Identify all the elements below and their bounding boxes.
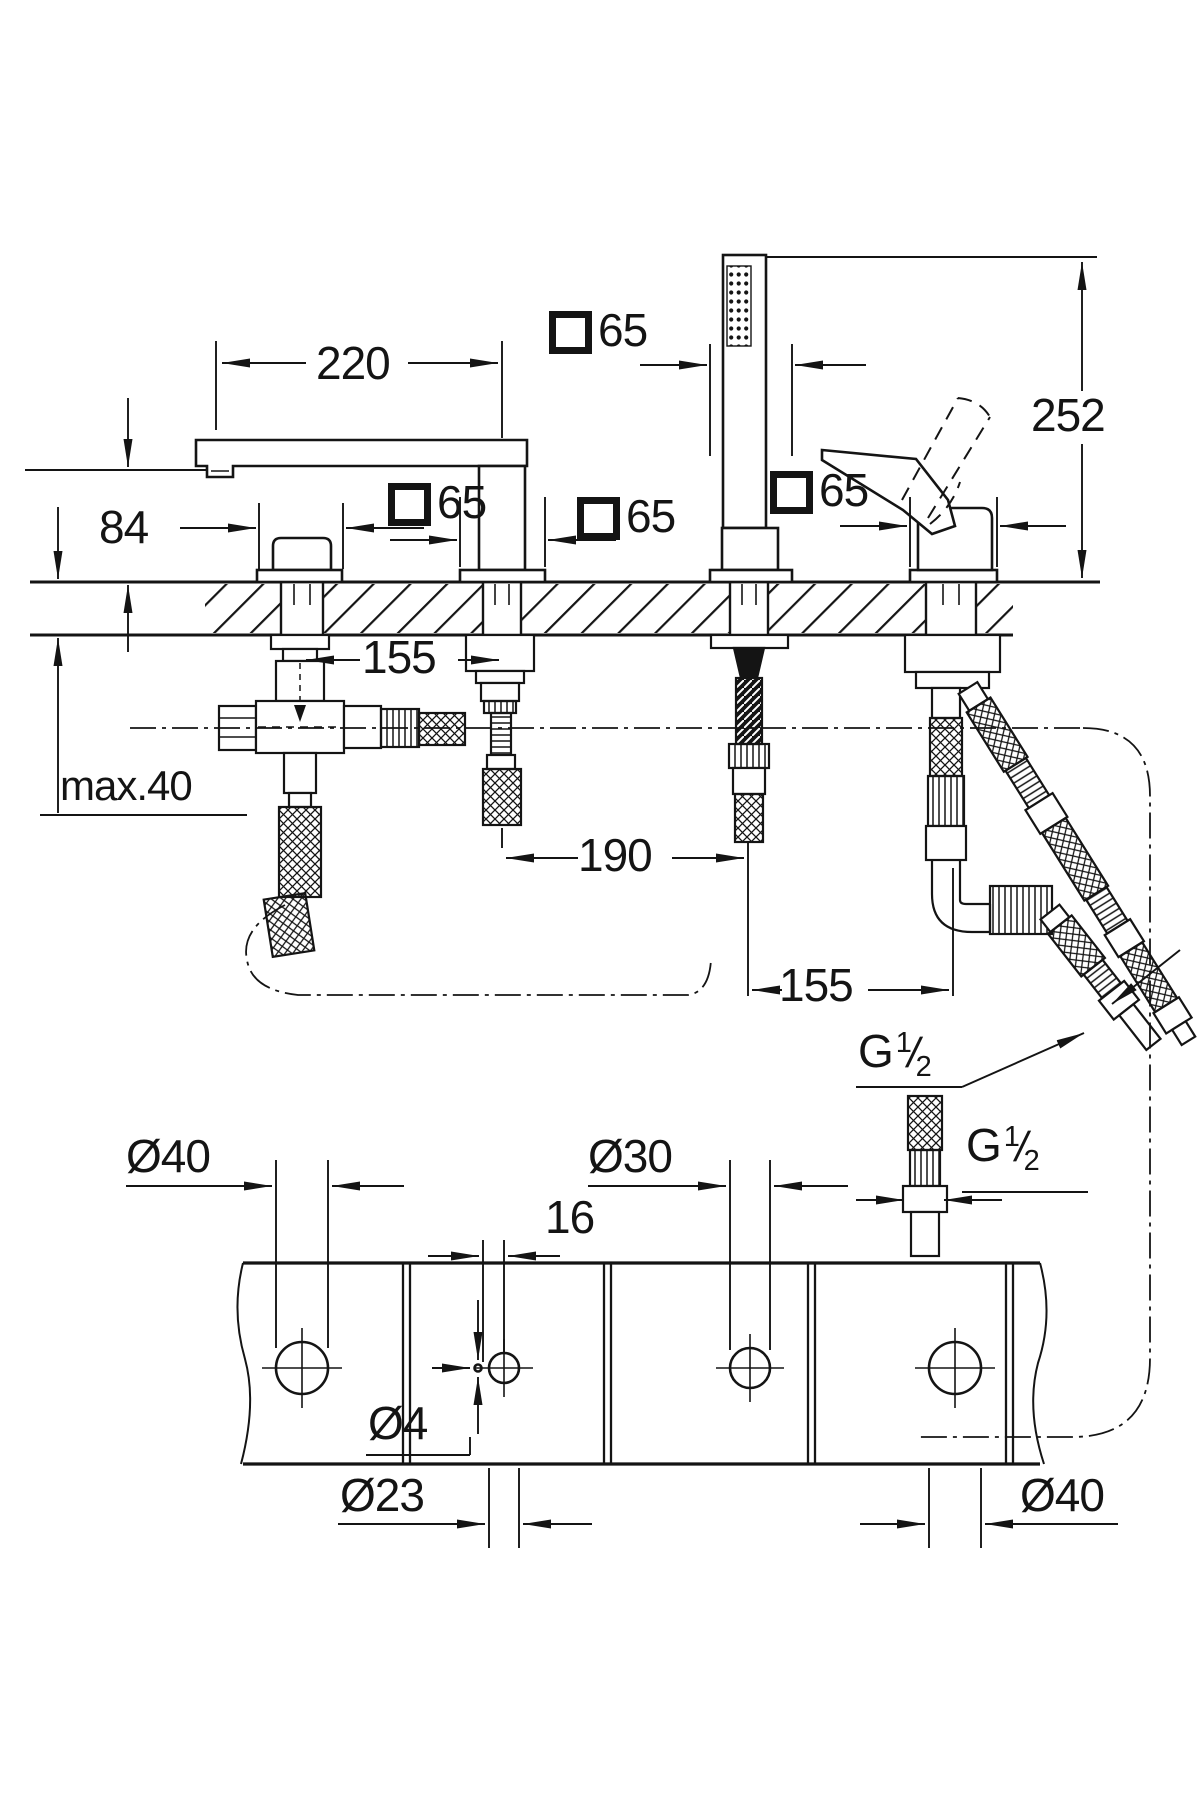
dim-190-label: 190 bbox=[578, 829, 653, 881]
dim-sq65-spout-label: 65 bbox=[626, 490, 676, 542]
g12-denominator: 2 bbox=[1023, 1145, 1040, 1177]
dim-max40-label: max.40 bbox=[60, 762, 193, 809]
mixer-lever-alt-position bbox=[901, 397, 991, 525]
g12-letter: G bbox=[858, 1025, 894, 1077]
shutoff-handle-group bbox=[255, 536, 344, 584]
g12-numerator: 1 bbox=[895, 1027, 912, 1059]
g12-denominator: 2 bbox=[915, 1051, 932, 1083]
square-symbol-icon bbox=[549, 311, 592, 354]
shower-hose-end bbox=[901, 1094, 949, 1258]
dim-sq65-mixer-label: 65 bbox=[819, 464, 869, 516]
hose-loop-centerline bbox=[130, 727, 1151, 1438]
dim-155-left-label: 155 bbox=[362, 631, 437, 683]
dim-155-right-label: 155 bbox=[779, 959, 854, 1011]
break-line-right bbox=[1032, 1262, 1048, 1465]
deck-section bbox=[30, 580, 1100, 637]
g12-letter: G bbox=[966, 1119, 1002, 1171]
dim-220-label: 220 bbox=[316, 337, 391, 389]
dimension-lines bbox=[25, 256, 1181, 1548]
spout-base-plate bbox=[458, 568, 547, 584]
mixer-lever bbox=[820, 448, 957, 536]
dim-dia30-label: Ø30 bbox=[588, 1130, 673, 1182]
plan-view bbox=[236, 1261, 1048, 1466]
shower-base-plate bbox=[708, 568, 794, 584]
shower-holder bbox=[720, 526, 780, 572]
break-line-left bbox=[236, 1262, 252, 1465]
square-symbol-icon bbox=[388, 483, 431, 526]
hole-centerlines bbox=[262, 1328, 995, 1408]
dim-dia4-label: Ø4 bbox=[368, 1397, 428, 1449]
dim-dia23-label: Ø23 bbox=[340, 1469, 425, 1521]
dim-252-label: 252 bbox=[1031, 389, 1106, 441]
dim-sq65-handle-label: 65 bbox=[437, 476, 487, 528]
below-deck-shower-connection bbox=[709, 633, 790, 844]
spout-group bbox=[194, 438, 547, 584]
dim-sq65-shower-label: 65 bbox=[598, 304, 648, 356]
g12-numerator: 1 bbox=[1003, 1121, 1020, 1153]
dim-16-label: 16 bbox=[545, 1191, 595, 1243]
dim-84-label: 84 bbox=[99, 501, 149, 553]
dim-dia40-right-label: Ø40 bbox=[1020, 1469, 1105, 1521]
below-deck-spout-valve bbox=[217, 633, 467, 959]
dim-dia40-left-label: Ø40 bbox=[126, 1130, 211, 1182]
spray-face bbox=[726, 265, 752, 347]
deck-hatch bbox=[205, 584, 1013, 633]
below-deck-spout-riser bbox=[464, 633, 536, 827]
hand-shower-group bbox=[708, 253, 794, 584]
square-symbol-icon bbox=[770, 471, 813, 514]
below-deck-mixer-hoses bbox=[903, 633, 1197, 1052]
spout-riser bbox=[477, 464, 527, 572]
square-symbol-icon bbox=[577, 497, 620, 540]
mixer-group bbox=[820, 397, 999, 584]
